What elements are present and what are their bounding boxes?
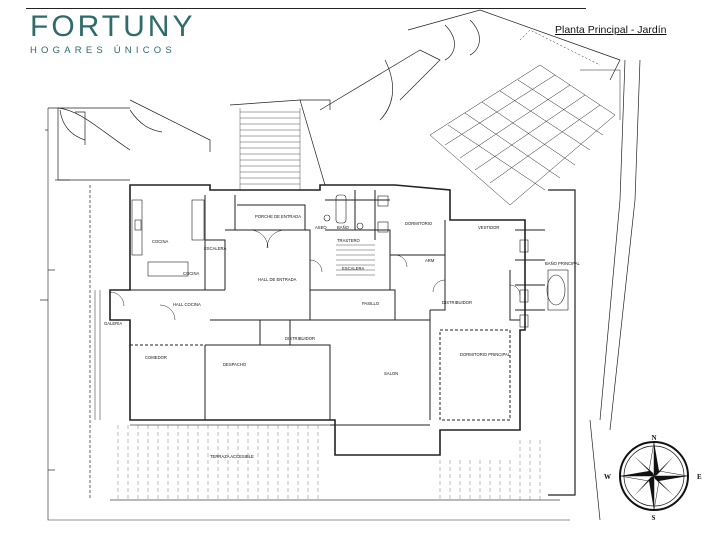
label-galeria: GALERIA: [104, 321, 122, 326]
brand-tagline: HOGARES ÚNICOS: [30, 45, 176, 56]
compass-rose: N S E W: [604, 434, 702, 522]
label-hall-cocina: HALL COCINA: [173, 302, 201, 307]
right-boundary: [589, 59, 641, 521]
label-dormitorio-principal: DORMITORIO PRINCIPAL: [460, 352, 511, 357]
house-outline: [109, 184, 576, 496]
terrace-deck: [110, 424, 560, 501]
plan-title: Planta Principal - Jardín: [555, 24, 667, 36]
label-cocina: COCINA: [152, 239, 168, 244]
label-aseo: ASEO: [315, 225, 327, 230]
label-escalera-1: ESCALERA: [204, 246, 227, 251]
upper-garden: [57, 9, 621, 500]
door-swings: [109, 229, 521, 321]
label-distribuidor-1: DISTRIBUIDOR: [442, 300, 472, 305]
interior-walls: [130, 190, 545, 426]
label-escalera-2: ESCALERA: [342, 266, 365, 271]
compass-south: S: [652, 514, 656, 522]
label-distribuidor-2: DISTRIBUIDOR: [285, 336, 315, 341]
compass-east: E: [697, 473, 702, 481]
stairs: [239, 108, 375, 276]
label-pasillo: PASILLO: [362, 301, 380, 306]
bathroom-fixtures: [323, 194, 569, 328]
label-despacho: DESPACHO: [223, 362, 247, 367]
label-bano-principal: BAÑO PRINCIPAL: [545, 261, 580, 266]
label-terraza: TERRAZA ACCESIBLE: [210, 454, 254, 459]
label-vestidor: VESTIDOR: [478, 225, 499, 230]
label-bano: BAÑO: [337, 225, 350, 230]
pergola-grid: [429, 29, 621, 206]
label-comedor: COMEDOR: [145, 355, 167, 360]
label-trastero: TRASTERO: [337, 238, 361, 243]
kitchen-fixtures: [131, 199, 205, 277]
galeria-columns: [94, 290, 101, 420]
compass-north: N: [652, 434, 657, 442]
label-arm: ARM: [425, 258, 435, 263]
brand-name: FORTUNY: [30, 10, 196, 43]
label-dormitorio: DORMITORIO: [405, 221, 433, 226]
label-cocina-2: COCINA: [183, 271, 199, 276]
room-labels: COCINA ESCALERA COCINA HALL COCINA GALER…: [104, 214, 580, 459]
site-boundary: [40, 107, 570, 521]
top-rule: [26, 8, 586, 9]
brand-logo: FORTUNY HOGARES ÚNICOS: [30, 10, 196, 57]
label-salon: SALON: [384, 371, 398, 376]
label-hall-entrada: HALL DE ENTRADA: [258, 277, 297, 282]
label-porche: PORCHE DE ENTRADA: [255, 214, 301, 219]
compass-west: W: [604, 473, 611, 481]
